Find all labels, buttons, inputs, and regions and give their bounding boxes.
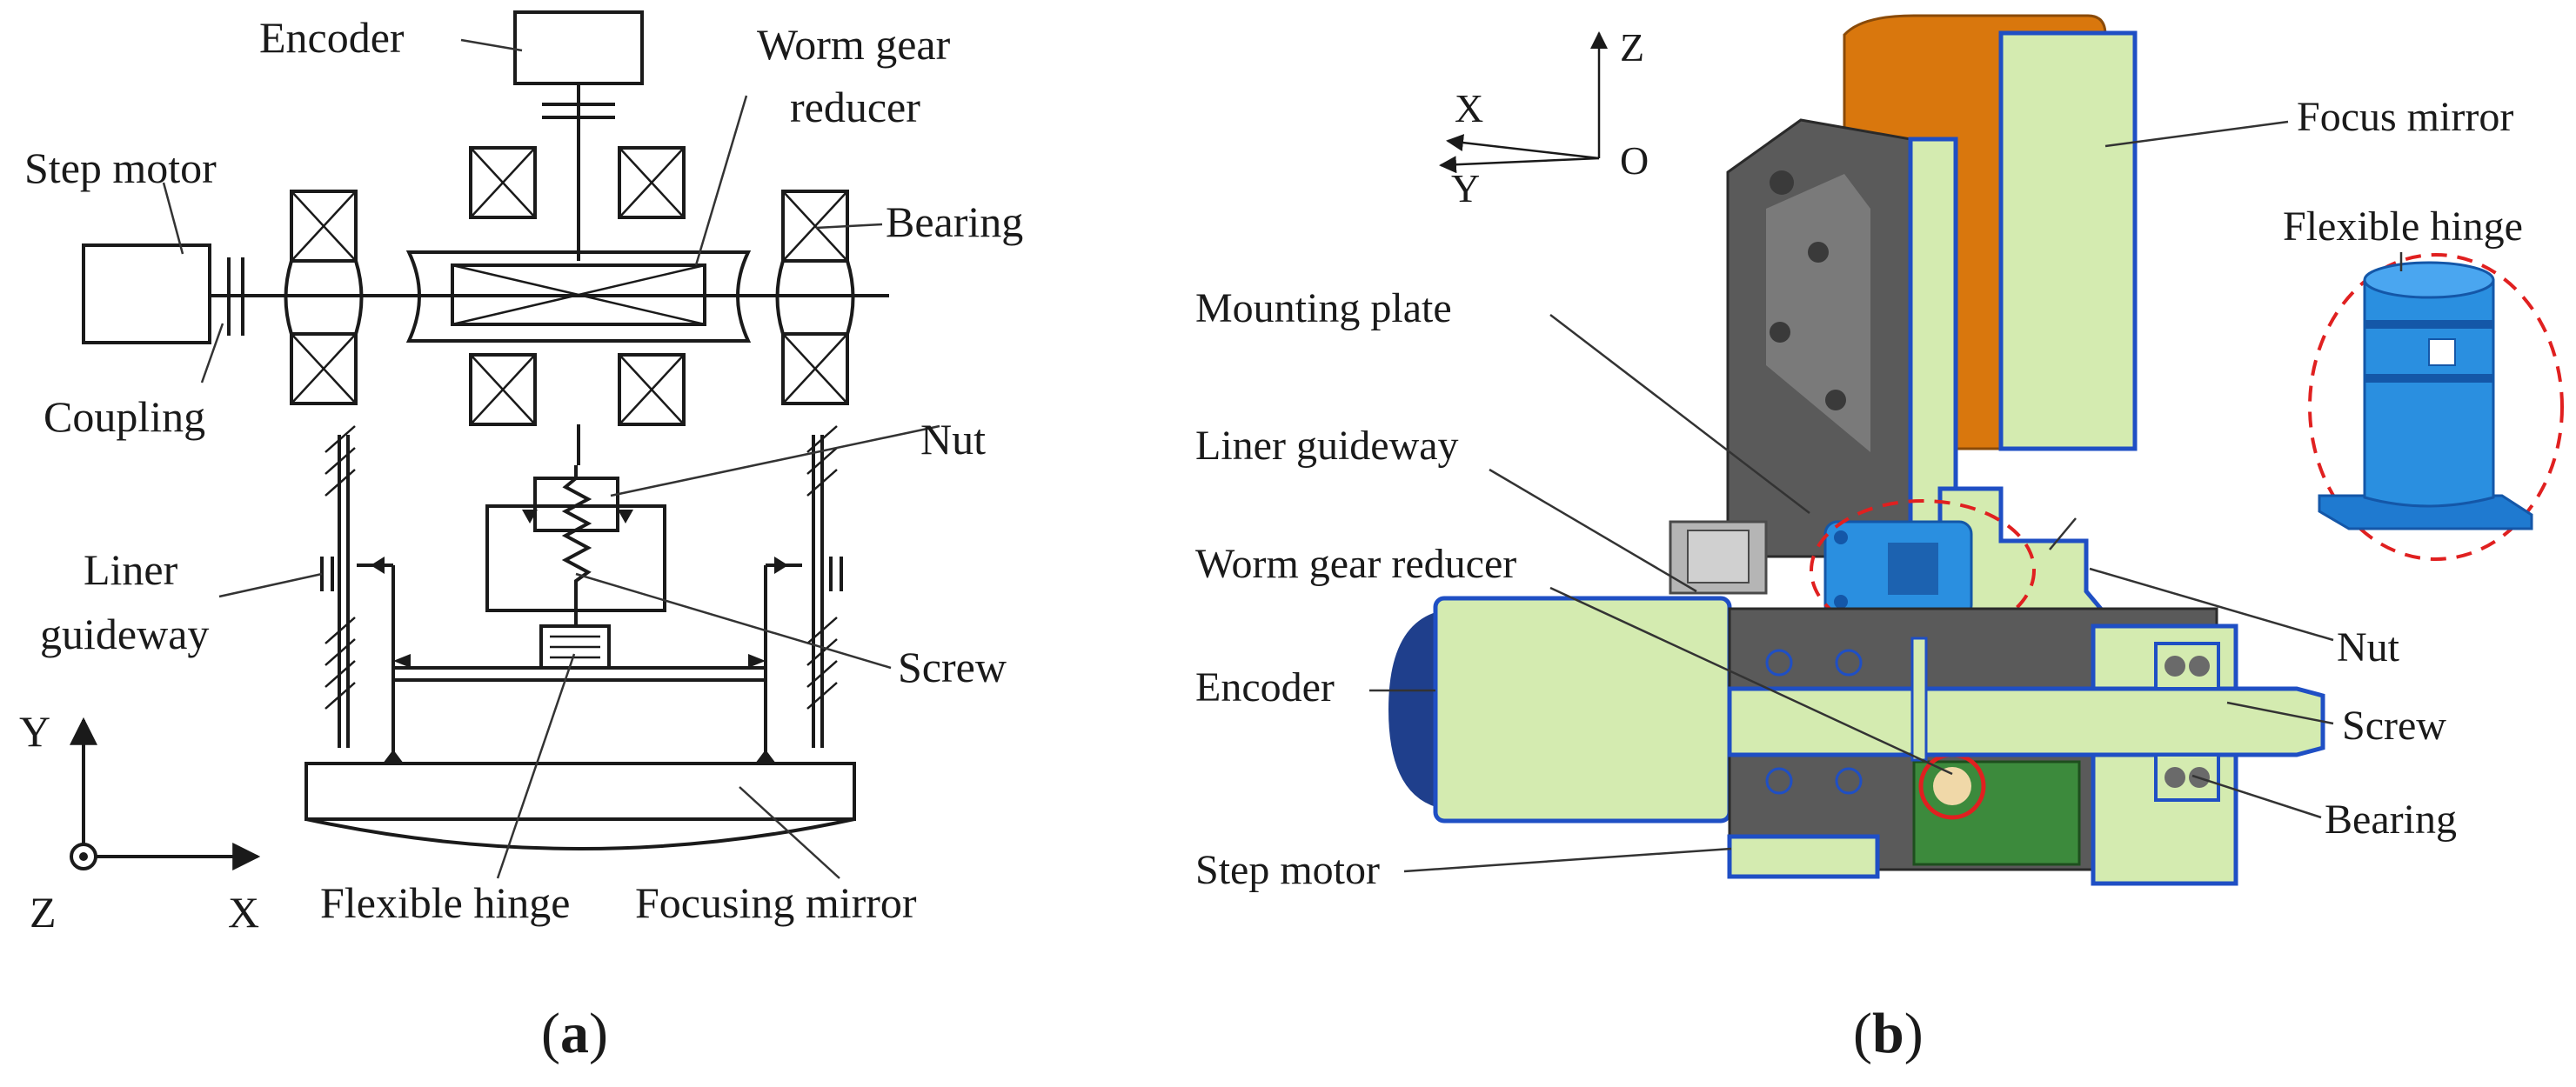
caption-b: (b) xyxy=(1853,1002,1924,1065)
label-screw-a: Screw xyxy=(898,643,1007,691)
caption-b-letter: b xyxy=(1872,1002,1904,1065)
liner-guideway-part xyxy=(1669,520,1768,595)
right-guideway-symbol xyxy=(806,425,843,748)
axis-label-z-b: Z xyxy=(1620,25,1644,70)
label-worm-gear-line1-a: Worm gear xyxy=(757,20,951,69)
label-encoder-b: Encoder xyxy=(1195,664,1335,710)
axis-label-x-b: X xyxy=(1455,86,1483,130)
axis-label-x-a: X xyxy=(228,888,259,937)
label-screw-b: Screw xyxy=(2342,703,2446,749)
right-bearing-symbol xyxy=(775,190,855,405)
caption-a: (a) xyxy=(541,1002,608,1065)
flexible-hinge-in-situ xyxy=(1810,499,2036,642)
axis-label-o-b: O xyxy=(1620,138,1649,183)
caption-b-close: ) xyxy=(1904,1002,1924,1065)
caption-b-open: ( xyxy=(1853,1002,1872,1065)
label-step-motor-a: Step motor xyxy=(24,143,217,192)
detail-highlight-ring xyxy=(2308,253,2564,561)
caption-a-open: ( xyxy=(541,1002,560,1065)
panel-a-schematic: Encoder Worm gear reducer Step motor Bea… xyxy=(19,10,1023,1065)
label-worm-gear-line2-a: reducer xyxy=(790,83,920,131)
encoder-box xyxy=(513,10,644,85)
axis-label-y-b: Y xyxy=(1451,166,1480,210)
upper-bearing-pair xyxy=(469,146,686,219)
encoder-part xyxy=(1388,596,1732,824)
mounting-plate-part xyxy=(1726,118,1958,558)
step-motor-box xyxy=(82,243,211,344)
label-nut-b: Nut xyxy=(2337,624,2400,670)
axis-label-y-a: Y xyxy=(19,707,50,756)
label-coupling-a: Coupling xyxy=(43,392,205,441)
screw-shaft-part xyxy=(1727,637,2325,795)
label-worm-gear-reducer-b: Worm gear reducer xyxy=(1195,541,1516,587)
label-mounting-plate-b: Mounting plate xyxy=(1195,285,1452,331)
panel-b-render: Z X Y O xyxy=(1195,14,2564,1065)
label-step-motor-b: Step motor xyxy=(1195,847,1380,893)
left-guideway-symbol xyxy=(320,425,356,748)
caption-a-close: ) xyxy=(589,1002,608,1065)
lower-bearing-pair xyxy=(469,353,686,426)
focusing-mirror-symbol xyxy=(304,750,856,850)
axes-triad-a xyxy=(70,717,261,870)
axis-label-z-a: Z xyxy=(30,888,57,937)
label-flexible-hinge-b: Flexible hinge xyxy=(2283,203,2523,250)
flexible-hinge-symbol xyxy=(539,609,611,670)
axes-triad-b: Z X Y O xyxy=(1439,25,1649,210)
label-flexible-hinge-a: Flexible hinge xyxy=(320,878,570,927)
left-bearing-symbol xyxy=(284,190,364,405)
label-bearing-a: Bearing xyxy=(886,197,1023,246)
label-bearing-b: Bearing xyxy=(2325,797,2457,843)
label-liner-line2-a: guideway xyxy=(40,610,209,658)
label-liner-line1-a: Liner xyxy=(84,545,178,594)
caption-a-letter: a xyxy=(560,1002,589,1065)
label-focusing-mirror-a: Focusing mirror xyxy=(635,878,917,927)
label-liner-guideway-b: Liner guideway xyxy=(1195,423,1459,469)
flexible-hinge-detail xyxy=(2308,253,2564,561)
label-focus-mirror-b: Focus mirror xyxy=(2297,94,2513,140)
label-encoder-a: Encoder xyxy=(259,13,405,62)
label-nut-a: Nut xyxy=(920,415,986,463)
